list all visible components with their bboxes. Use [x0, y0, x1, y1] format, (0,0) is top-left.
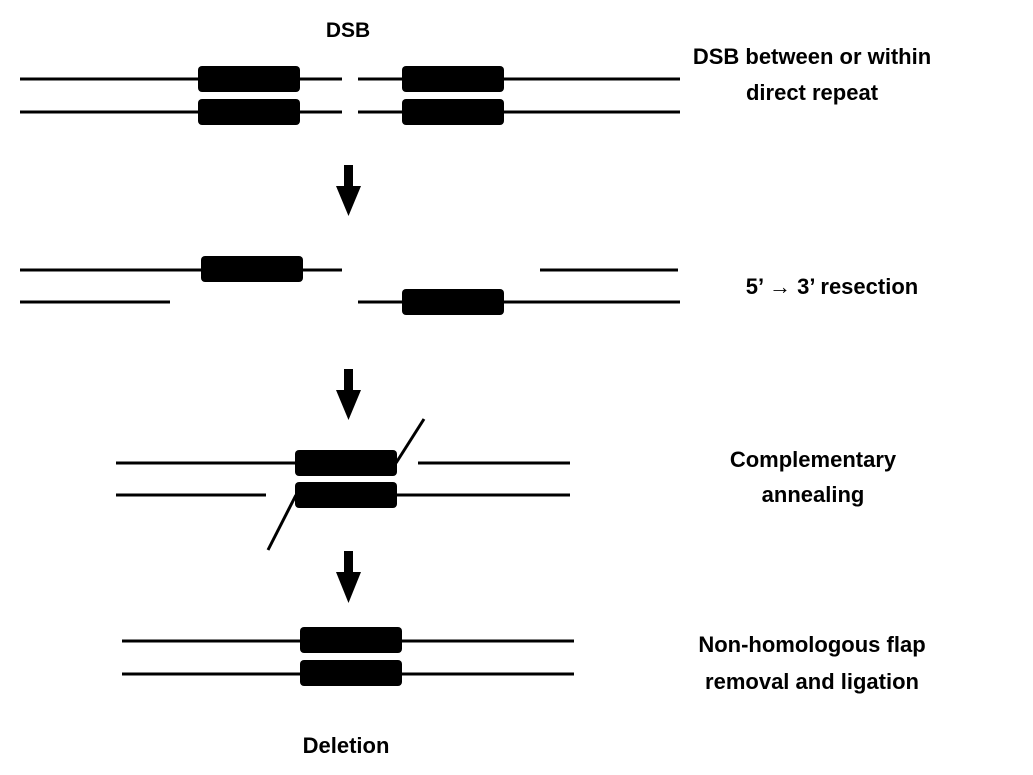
- stage-1-dsb-duplex: [20, 77, 680, 114]
- repeat-block: [300, 660, 402, 686]
- dsb-label: DSB: [326, 19, 370, 42]
- repeat-block: [295, 450, 397, 476]
- repeat-block: [295, 482, 397, 508]
- stage-2-repeats: [201, 256, 504, 315]
- repeat-block: [402, 289, 504, 315]
- step-2-label: 5’ → 3’ resection: [746, 274, 918, 299]
- repeat-block: [402, 66, 504, 92]
- stage-1-repeats: [198, 66, 504, 125]
- stage-2-resected-ends: [20, 268, 680, 304]
- step-3-label-line-2: annealing: [762, 482, 865, 507]
- step-1-label-line-2: direct repeat: [746, 80, 879, 105]
- stage-3-annealed-duplex: [116, 418, 570, 551]
- repeat-block: [198, 66, 300, 92]
- non-homologous-flap-bottom: [266, 494, 298, 551]
- repeat-block: [402, 99, 504, 125]
- step-4-label-line-1: Non-homologous flap: [698, 632, 925, 657]
- repeat-block: [201, 256, 303, 282]
- step-3-label-line-1: Complementary: [730, 447, 897, 472]
- down-arrow-icon: [336, 369, 361, 420]
- repeat-block: [198, 99, 300, 125]
- non-homologous-flap-top: [394, 418, 426, 464]
- stage-4-repeats: [300, 627, 402, 686]
- down-arrow-icon: [336, 551, 361, 603]
- step-1-label-line-1: DSB between or within: [693, 44, 931, 69]
- stage-3-repeats: [295, 450, 397, 508]
- step-4-label-line-2: removal and ligation: [705, 669, 919, 694]
- result-label: Deletion: [303, 733, 390, 758]
- repeat-block: [300, 627, 402, 653]
- down-arrow-icon: [336, 165, 361, 216]
